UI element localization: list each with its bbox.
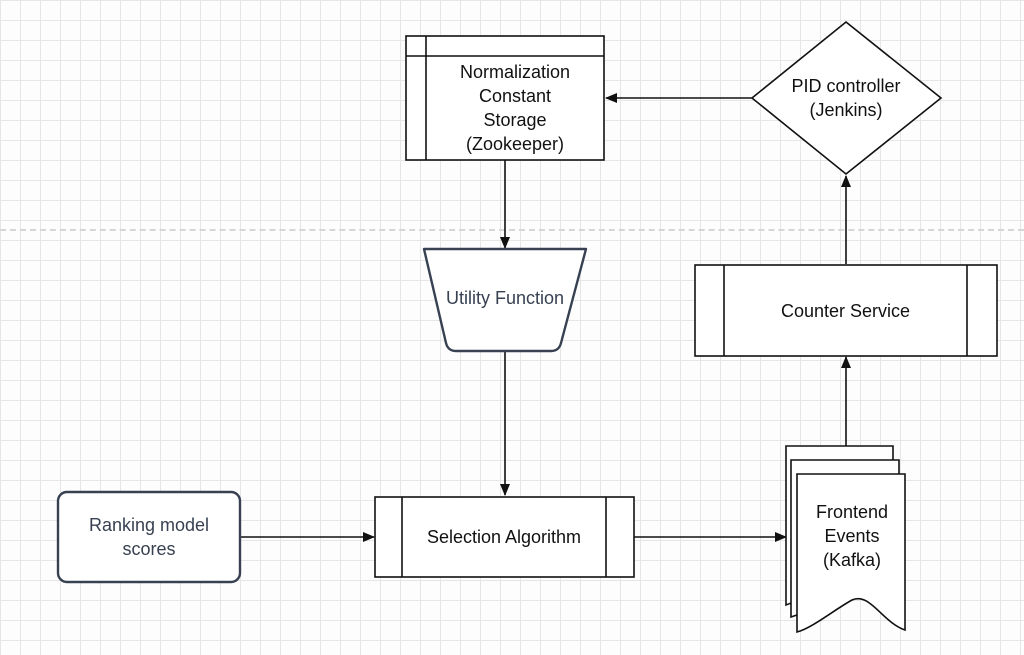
counter-label: Counter Service [724,265,967,356]
utility-label-text: Utility Function [445,288,565,308]
events-label: Frontend Events (Kafka) [800,496,904,576]
storage-label-text: Normalization Constant Storage (Zookeepe… [459,62,571,154]
events-label-text: Frontend Events (Kafka) [815,502,889,570]
storage-node[interactable] [405,35,605,161]
selection-label: Selection Algorithm [402,497,606,577]
page-divider [0,229,1024,231]
utility-node[interactable] [422,247,588,353]
pid-label-text: PID controller (Jenkins) [791,76,901,120]
counter-node[interactable] [694,264,998,357]
utility-label: Utility Function [430,282,580,314]
pid-node[interactable] [750,20,943,176]
edges [240,93,851,542]
pid-label: PID controller (Jenkins) [770,68,922,128]
ranking-label-text: Ranking model scores [88,515,210,559]
counter-label-text: Counter Service [780,300,911,321]
selection-label-text: Selection Algorithm [426,527,582,547]
storage-label: Normalization Constant Storage (Zookeepe… [426,56,604,160]
ranking-label: Ranking model scores [58,492,240,582]
events-node[interactable] [785,445,906,634]
ranking-node[interactable] [56,490,242,584]
selection-node[interactable] [374,496,635,578]
